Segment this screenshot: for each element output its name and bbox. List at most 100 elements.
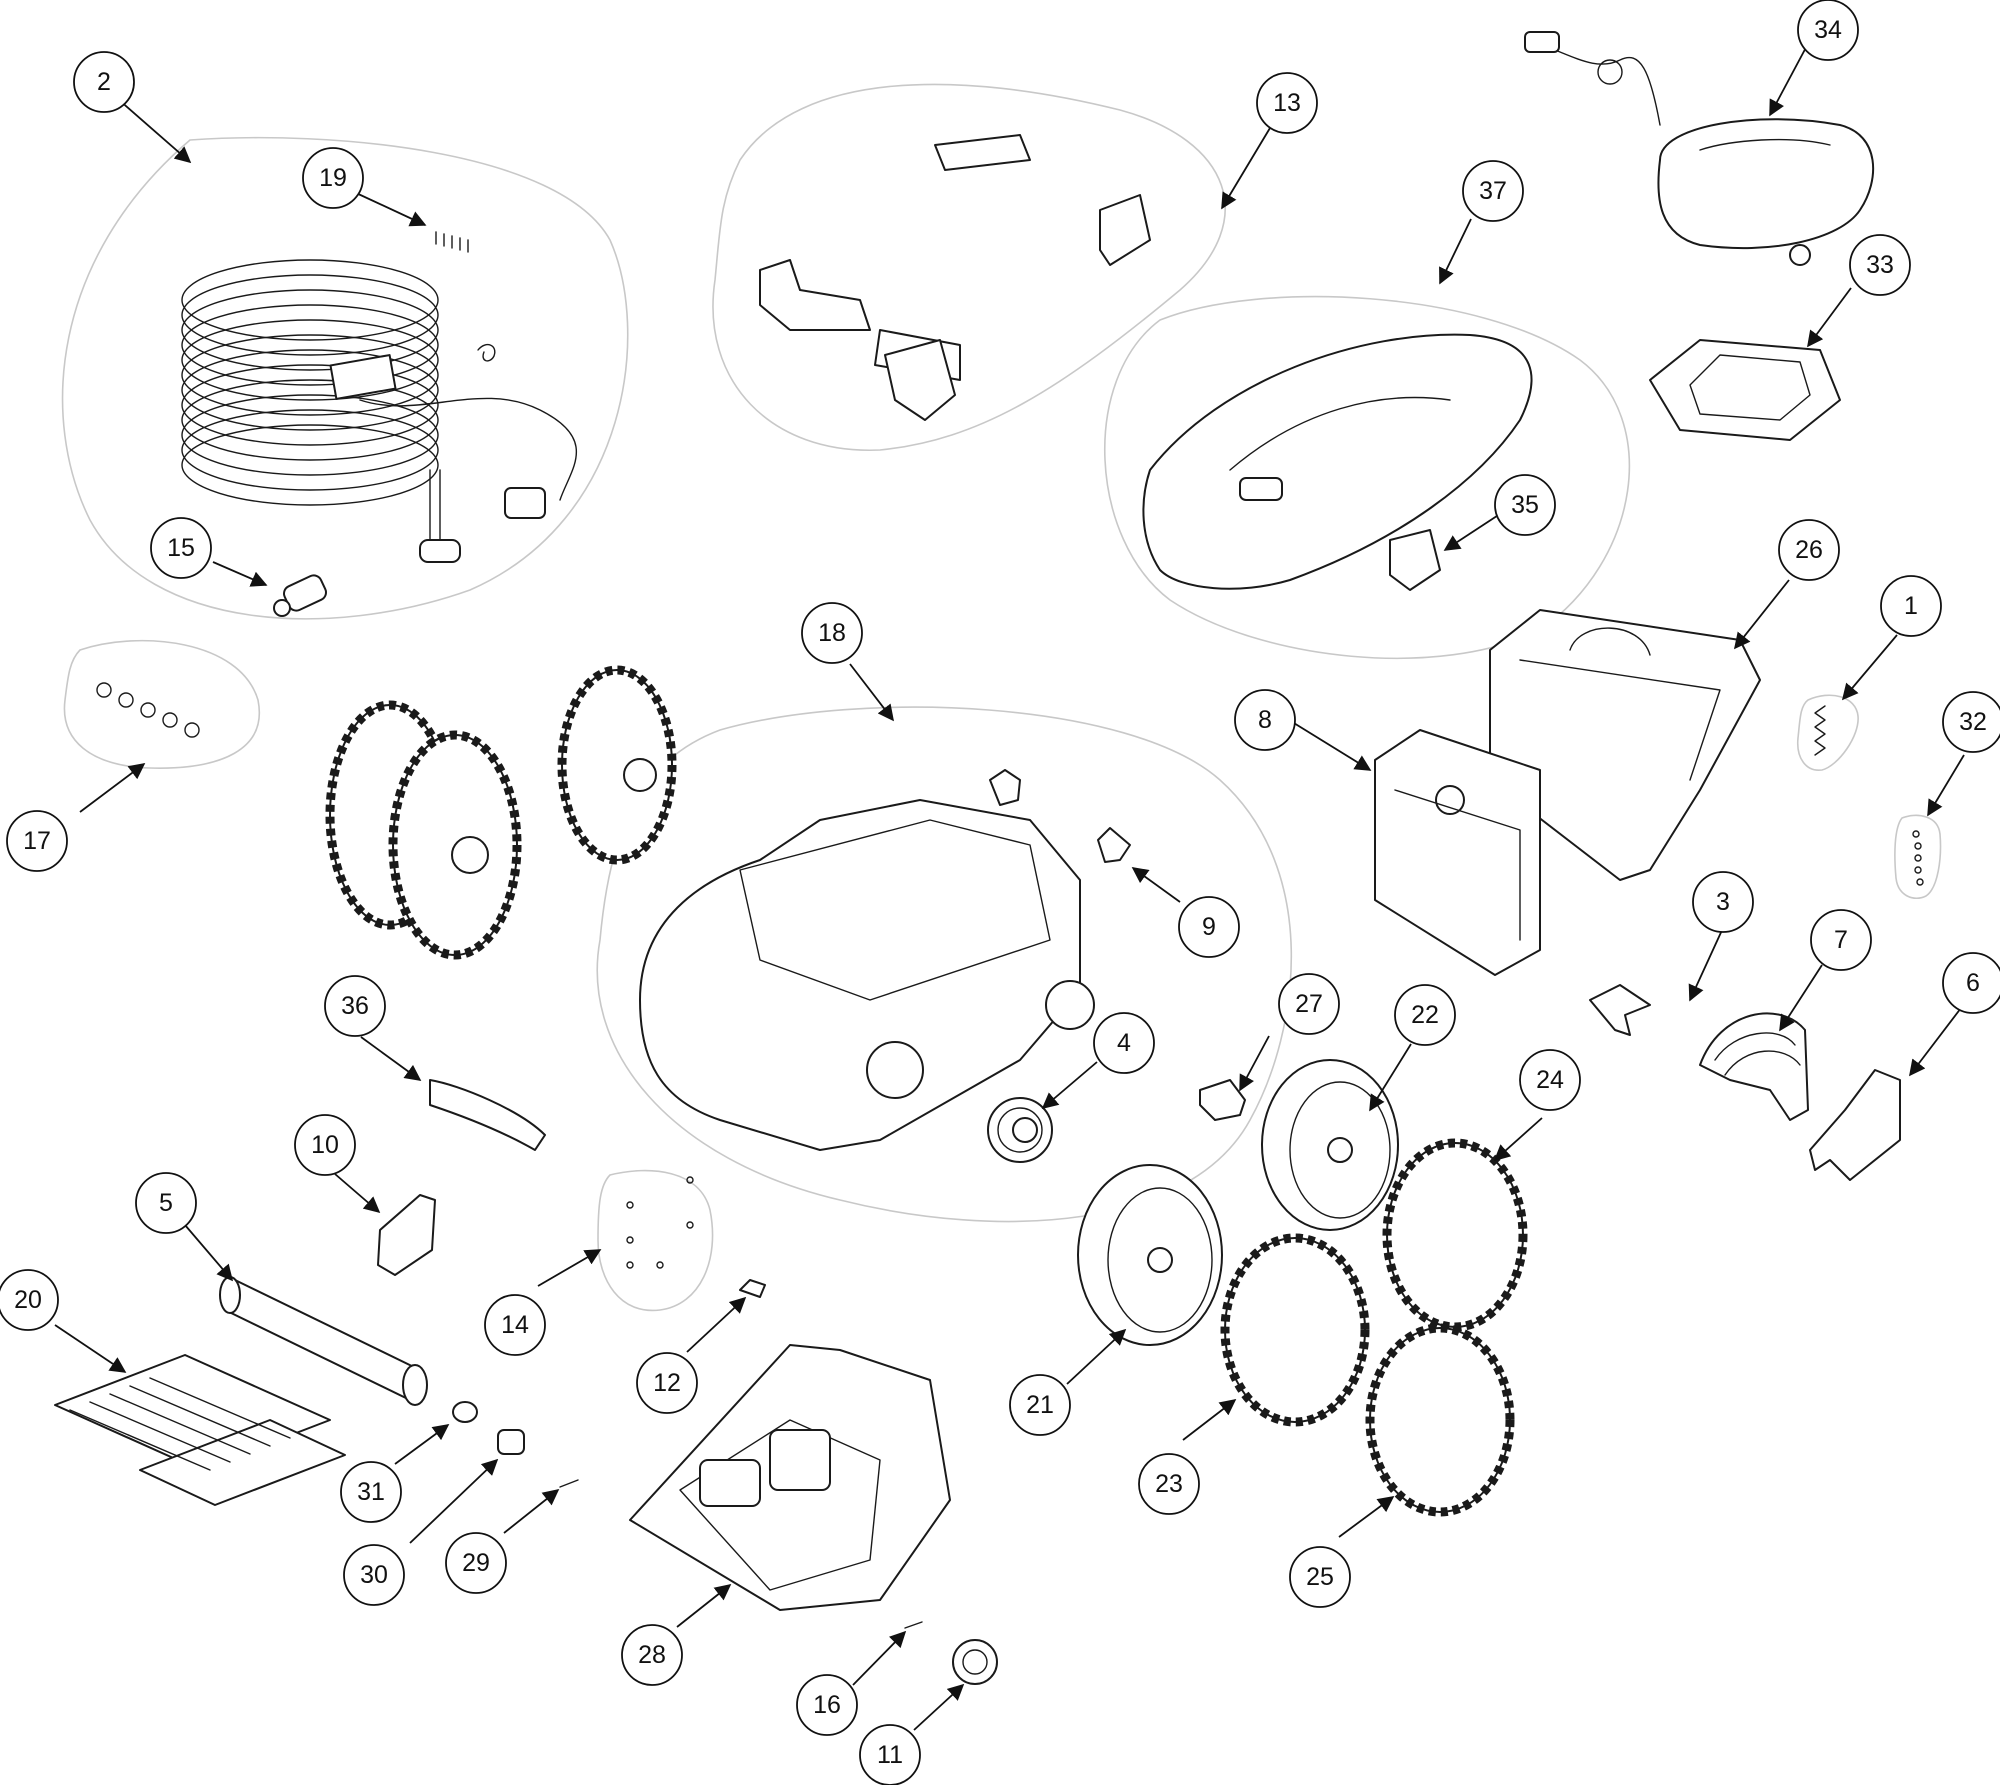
callout-22: 22 xyxy=(1394,984,1456,1046)
callout-label-27: 27 xyxy=(1295,990,1323,1018)
callout-label-16: 16 xyxy=(813,1691,841,1719)
callout-13: 13 xyxy=(1256,72,1318,134)
callout-17: 17 xyxy=(6,810,68,872)
filter-door xyxy=(1374,729,1541,976)
callout-label-35: 35 xyxy=(1511,491,1539,519)
callout-label-4: 4 xyxy=(1117,1029,1131,1057)
callout-16: 16 xyxy=(796,1674,858,1736)
callout-label-33: 33 xyxy=(1866,251,1894,279)
callout-37: 37 xyxy=(1462,160,1524,222)
callout-label-6: 6 xyxy=(1966,969,1980,997)
callout-20: 20 xyxy=(0,1269,59,1331)
pin-16 xyxy=(904,1621,923,1629)
group-outline-cable xyxy=(61,136,629,620)
motor-base xyxy=(629,1344,951,1611)
callout-label-18: 18 xyxy=(818,619,846,647)
callout-label-28: 28 xyxy=(638,1641,666,1669)
callout-label-2: 2 xyxy=(97,68,111,96)
callout-6: 6 xyxy=(1942,952,2000,1014)
callout-36: 36 xyxy=(324,975,386,1037)
callout-34: 34 xyxy=(1797,0,1859,61)
group-outline-spring-1 xyxy=(1797,694,1859,771)
cover-latch xyxy=(1389,529,1441,591)
swivel-connector xyxy=(273,574,327,617)
callout-label-12: 12 xyxy=(653,1369,681,1397)
callout-29: 29 xyxy=(445,1532,507,1594)
callout-11: 11 xyxy=(859,1724,921,1785)
callout-label-8: 8 xyxy=(1258,706,1272,734)
track-24 xyxy=(1382,1138,1528,1332)
callout-28: 28 xyxy=(621,1624,683,1686)
cable-clips xyxy=(96,682,200,738)
callout-label-29: 29 xyxy=(462,1549,490,1577)
top-cover xyxy=(1142,333,1533,590)
callout-9: 9 xyxy=(1178,896,1240,958)
callout-label-21: 21 xyxy=(1026,1391,1054,1419)
callout-label-30: 30 xyxy=(360,1561,388,1589)
brush-pads xyxy=(54,1354,346,1506)
callout-label-1: 1 xyxy=(1904,592,1918,620)
filter-spring xyxy=(1814,705,1826,756)
callout-label-25: 25 xyxy=(1306,1563,1334,1591)
callout-12: 12 xyxy=(636,1352,698,1414)
callout-label-14: 14 xyxy=(501,1311,529,1339)
wheel-21 xyxy=(1077,1164,1223,1346)
callout-label-26: 26 xyxy=(1795,536,1823,564)
callout-10: 10 xyxy=(294,1114,356,1176)
tracked-wheel-set-left xyxy=(325,665,677,960)
body-screws xyxy=(626,1176,694,1269)
callout-5: 5 xyxy=(135,1172,197,1234)
drive-pinion-11 xyxy=(952,1639,998,1685)
callout-18: 18 xyxy=(801,602,863,664)
filter-canister xyxy=(1489,609,1761,881)
callout-4: 4 xyxy=(1093,1012,1155,1074)
callout-31: 31 xyxy=(340,1461,402,1523)
callout-label-10: 10 xyxy=(311,1131,339,1159)
callout-label-22: 22 xyxy=(1411,1001,1439,1029)
track-23 xyxy=(1220,1233,1370,1427)
robot-body xyxy=(639,799,1095,1151)
leader-lines xyxy=(54,39,1965,1731)
front-brush-guard xyxy=(1699,1012,1809,1121)
group-outline-screws-14 xyxy=(597,1169,714,1312)
callout-label-23: 23 xyxy=(1155,1470,1183,1498)
pinion-gear xyxy=(497,1429,525,1455)
filter-screws xyxy=(1912,830,1924,886)
callout-8: 8 xyxy=(1234,689,1296,751)
callout-2: 2 xyxy=(73,51,135,113)
callout-label-3: 3 xyxy=(1716,888,1730,916)
group-outline-handles xyxy=(712,83,1226,451)
axle-pin xyxy=(559,1479,579,1488)
bushing xyxy=(452,1401,478,1423)
drive-gear xyxy=(987,1097,1053,1163)
callout-15: 15 xyxy=(150,517,212,579)
callout-label-17: 17 xyxy=(23,827,51,855)
callout-label-32: 32 xyxy=(1959,708,1987,736)
latch-part-9b xyxy=(1097,827,1131,863)
callout-3: 3 xyxy=(1692,871,1754,933)
callout-label-31: 31 xyxy=(357,1478,385,1506)
cable-screws xyxy=(435,231,469,253)
callout-label-24: 24 xyxy=(1536,1066,1564,1094)
group-outline-screws-32 xyxy=(1894,814,1942,900)
callout-32: 32 xyxy=(1942,691,2000,753)
callout-24: 24 xyxy=(1519,1049,1581,1111)
guide-cone xyxy=(1809,1069,1901,1181)
callout-7: 7 xyxy=(1810,909,1872,971)
cable-clip xyxy=(477,343,496,362)
callout-1: 1 xyxy=(1880,575,1942,637)
floating-cable-coil xyxy=(181,259,577,563)
pivot-part xyxy=(1589,984,1651,1036)
supply-holder xyxy=(1649,339,1841,441)
track-25 xyxy=(1365,1323,1515,1517)
callout-19: 19 xyxy=(302,147,364,209)
callout-label-15: 15 xyxy=(167,534,195,562)
callout-label-19: 19 xyxy=(319,164,347,192)
callout-35: 35 xyxy=(1494,474,1556,536)
callout-label-9: 9 xyxy=(1202,913,1216,941)
latch-part-9a xyxy=(989,769,1021,806)
callout-label-37: 37 xyxy=(1479,177,1507,205)
callout-30: 30 xyxy=(343,1544,405,1606)
callout-label-34: 34 xyxy=(1814,16,1842,44)
